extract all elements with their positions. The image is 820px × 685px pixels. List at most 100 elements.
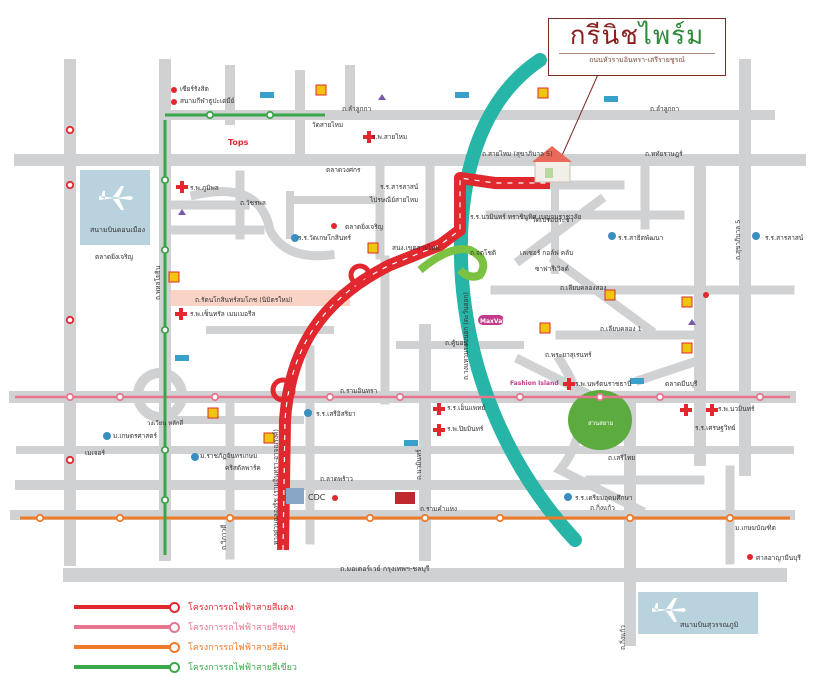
station-marker xyxy=(65,125,75,135)
label-wiphawadi: ถ.วิภาวดี xyxy=(220,525,228,550)
poi-label: ตลาดยิ่งเจริญ xyxy=(95,252,134,261)
poi-label: ไปรษณีย์สายไหม xyxy=(369,196,418,204)
airport-suvarnabhumi-box xyxy=(638,592,758,634)
poi-label: ร.ร.นวมินทร์ ทราชินูทิศ เบญจมราชาลัย xyxy=(470,213,582,221)
station-marker xyxy=(395,392,405,402)
legend-label: โครงการรถไฟฟ้าสายสีส้ม xyxy=(188,643,289,653)
airplane-icon xyxy=(99,186,133,210)
post-office-icon xyxy=(171,87,753,560)
label-chatuchot: ถ.จตุโชติ xyxy=(470,249,496,257)
label-kingkaew: ถ.กิ่งแก้ว xyxy=(590,503,615,512)
poi-label: ม.เกษมบัณฑิต xyxy=(735,524,776,532)
station-marker xyxy=(515,392,525,402)
house-marker-icon xyxy=(532,69,601,183)
poi-label: เมเจอร์ xyxy=(85,449,105,457)
road-soi xyxy=(634,354,706,386)
temple-icon xyxy=(178,94,696,325)
poi-label: ซาฟารีเวิลด์ xyxy=(535,265,569,273)
label-motorway: ถ.มอเตอร์เวย์ กรุงเทพฯ-ชลบุรี xyxy=(340,565,430,573)
label-liap-khlong2: ถ.เลียบคลองสอง xyxy=(560,284,607,292)
legend-item-green: โครงการรถไฟฟ้าสายสีเขียว xyxy=(74,660,297,674)
label-hathairat: ถ.หทัยราษฎร์ xyxy=(645,150,683,158)
bank-icon xyxy=(175,92,644,446)
poi-label: ศาลอาญามีนบุรี xyxy=(756,554,801,562)
station-marker xyxy=(65,455,75,465)
legend-swatch xyxy=(74,642,180,653)
station-marker xyxy=(65,315,75,325)
poi-label: ร.ร.สาธิตพัฒนา xyxy=(618,234,664,242)
hospital-cross-icon xyxy=(175,131,718,436)
station-marker xyxy=(265,110,275,120)
label-layer: ถ.ลำลูกกา ถ.ลำลูกกา ถ.สายไหม (สุขาภิบาล … xyxy=(85,85,804,629)
road-diagonal xyxy=(513,193,607,267)
station-marker xyxy=(225,513,235,523)
label-sai-mai: ถ.สายไหม (สุขาภิบาล 5) xyxy=(482,150,553,158)
station-marker xyxy=(115,513,125,523)
red-line-dash xyxy=(282,177,550,551)
station-marker xyxy=(210,392,220,402)
station-marker xyxy=(655,392,665,402)
poi-label: สนง.เขตสายไหม xyxy=(392,244,440,252)
poi-label-cdc: CDC xyxy=(308,493,326,502)
poi-label: เซียร์รังสิต xyxy=(180,85,209,93)
poi-label: ร.พ.นวมินทร์ xyxy=(718,405,755,413)
poi-label: ร.พ.ภูมิพล xyxy=(190,184,219,192)
outer-ring-expressway xyxy=(453,53,582,547)
station-marker xyxy=(755,392,765,402)
siam-park xyxy=(568,390,632,450)
station-marker xyxy=(65,180,75,190)
label-outer-ring: ถ.วงแหวนรอบนอก (ตะวันออก) xyxy=(462,292,470,380)
poi-label-maxvalu: MaxValu xyxy=(480,318,509,325)
station-marker xyxy=(595,392,605,402)
legend-swatch xyxy=(74,602,180,613)
label-express: ทางด่วนฉลองรัช (รามอินทรา-อาจณรงค์) xyxy=(272,429,280,545)
poi-label: ร.พ.ปิยมินทร์ xyxy=(447,425,484,433)
poi-label: ร.พ.นพรัตนราชธานี xyxy=(575,380,632,388)
poi-label: ร.ร.เตรียมอุดมศึกษา xyxy=(575,494,633,502)
station-marker xyxy=(115,392,125,402)
station-marker xyxy=(625,513,635,523)
vertical-labels: ถ.พหลโยธิน ถ.วงแหวนรอบนอก (ตะวันออก) ทาง… xyxy=(154,220,742,650)
poi-label: ตลาดมีนบุรี xyxy=(665,380,698,388)
poi-label-park: สวนสยาม xyxy=(588,420,614,427)
label-liap-khlong1: ถ.เลียบคลอง 1 xyxy=(600,325,642,333)
poi-label: เลเซอร์ กอล์ฟ คลับ xyxy=(520,249,573,257)
airplane-icon xyxy=(652,598,686,622)
label-phraya-suren: ถ.พระยาสุเรนทร์ xyxy=(545,351,592,359)
red-loop xyxy=(270,377,296,403)
poi-label: ม.ราชภัฏจันทรเกษม xyxy=(200,452,257,460)
station-marker xyxy=(160,245,170,255)
poi-label: ร.ร.เศรษฐวิทย์ xyxy=(695,424,736,432)
station-marker xyxy=(325,392,335,402)
logo-tagline: ถนนหัวรามอินทรา-เสรีรายชูรณ์ xyxy=(559,53,715,66)
poi-label: ร.ร.เสรีอิสริยา xyxy=(316,410,356,418)
rattanakosin-road-band xyxy=(170,290,350,306)
poi-label: วัดสายไหม xyxy=(312,121,343,129)
station-marker xyxy=(495,513,505,523)
label-ram-inthra: ถ.รามอินทรา xyxy=(340,387,378,395)
label-watcharaphon: ถ.วัชรพล xyxy=(240,199,266,207)
label-lam-luk-ka-2: ถ.ลำลูกกา xyxy=(650,105,679,113)
poi-label: ร.ร.เอ็นแพทย์ xyxy=(447,403,485,412)
poi-label: วัดเปรมประชา xyxy=(532,216,574,224)
road-diagonal xyxy=(548,253,657,337)
red-loop xyxy=(348,263,372,287)
school-icon xyxy=(103,232,760,501)
label-suvarnabhumi: สนามบินสุวรรณภูมิ xyxy=(680,621,738,629)
interchange-junction xyxy=(417,245,488,281)
poi-layer xyxy=(103,84,760,560)
poi-label: ม.เกษตรศาสตร์ xyxy=(113,432,157,440)
poi-label: ร.พ.สายไหม xyxy=(372,133,407,141)
label-nawamin: ถ.นวมินทร์ xyxy=(415,449,423,480)
legend-item-red: โครงการรถไฟฟ้าสายสีแดง xyxy=(74,600,293,614)
road-curve xyxy=(189,187,335,261)
station-marker xyxy=(160,445,170,455)
label-serithai: ถ.เสรีไทย xyxy=(608,454,635,462)
station-markers xyxy=(35,110,765,523)
station-marker xyxy=(35,513,45,523)
logo-name-1: กรีนิช xyxy=(569,21,639,51)
airport-don-mueang-box xyxy=(80,170,150,245)
label-phahonyothin: ถ.พหลโยธิน xyxy=(154,265,162,300)
poi-label-tops: Tops xyxy=(228,138,249,147)
poi-label: ร.พ.เซ็นทรัล เมมเมอรีล xyxy=(190,309,256,318)
